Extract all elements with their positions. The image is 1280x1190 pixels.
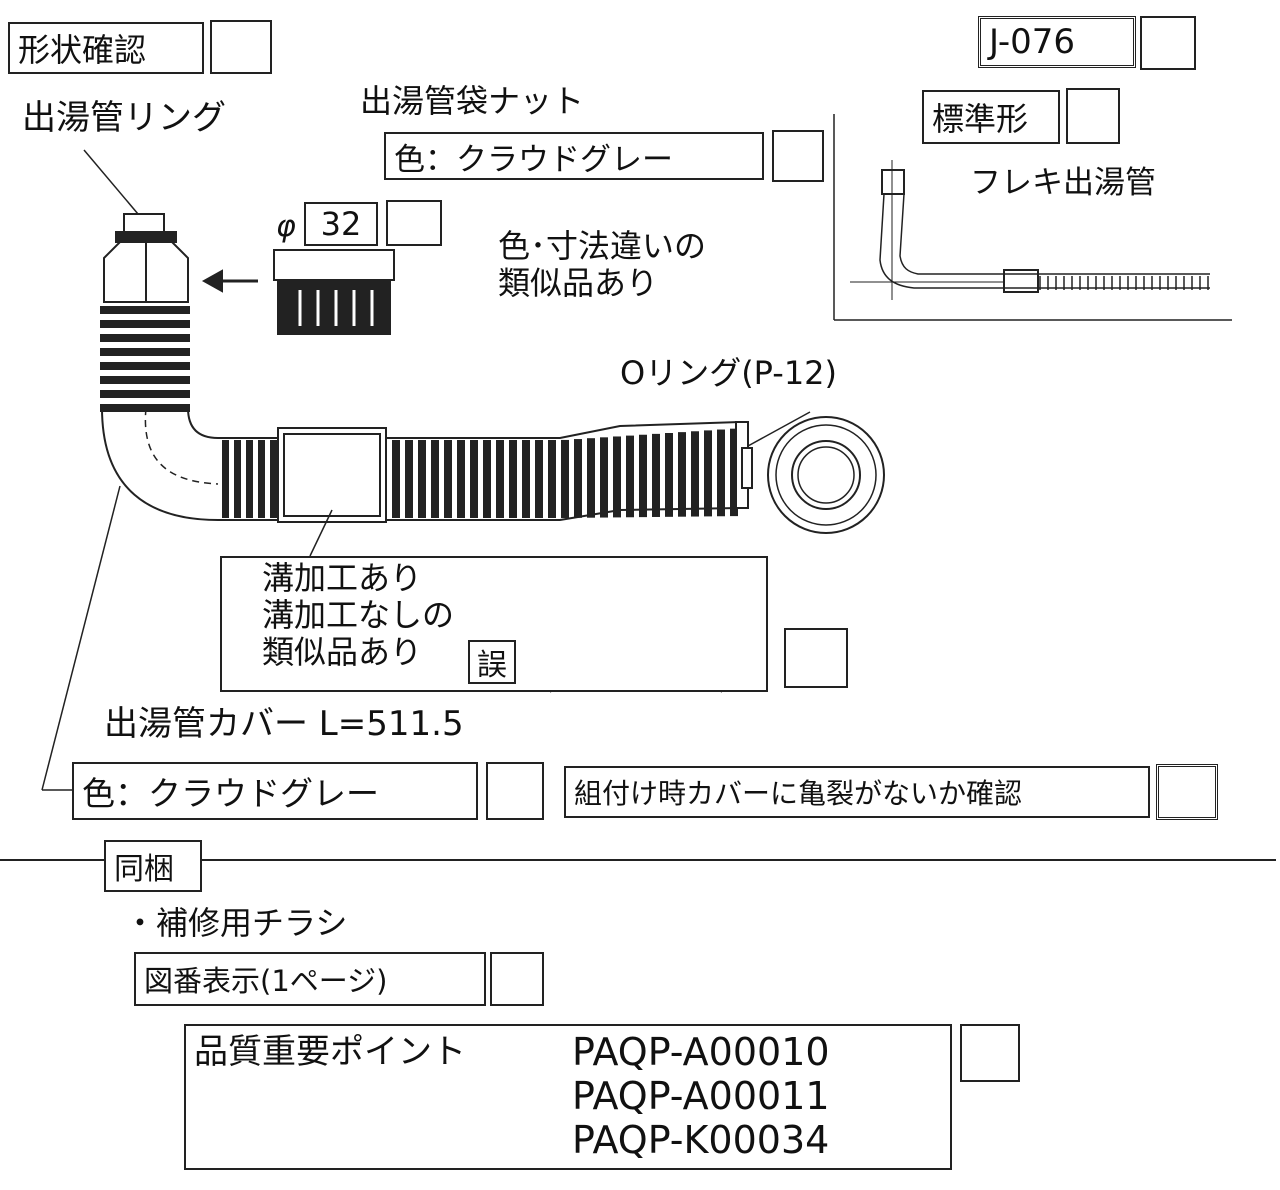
corrugation-rib xyxy=(405,440,413,518)
bundle-item: ・補修用チラシ xyxy=(124,904,348,942)
corrugation-rib xyxy=(613,436,621,518)
diameter-value-label: 32 xyxy=(304,202,378,246)
quality-code-3: PAQP-K00034 xyxy=(572,1118,830,1162)
wrong-mark: 誤 xyxy=(468,640,516,684)
bag-nut-color-label: 色：クラウドグレー xyxy=(384,132,764,180)
corrugation-rib xyxy=(100,334,190,342)
figure-display-label: 図番表示(1ページ) xyxy=(134,952,486,1006)
corrugation-rib xyxy=(704,430,712,517)
part-code-text: J-076 xyxy=(989,22,1075,62)
standard-shape-text: 標準形 xyxy=(932,100,1029,138)
corrugation-rib xyxy=(100,348,190,356)
bundle-title-text: 同梱 xyxy=(114,852,174,887)
crack-check-text: 組付け時カバーに亀裂がないか確認 xyxy=(574,777,1023,810)
corrugation-rib xyxy=(587,438,595,518)
corrugation-rib xyxy=(626,435,634,518)
corrugation-rib xyxy=(100,306,190,314)
corrugation-rib xyxy=(483,440,491,518)
corrugation-rib xyxy=(639,434,647,518)
corrugation-rib xyxy=(535,440,543,518)
corrugation-rib xyxy=(509,440,517,518)
corrugation-rib xyxy=(457,440,465,518)
bundle-title: 同梱 xyxy=(104,840,202,892)
groove-note: 溝加工あり 溝加工なしの 類似品あり xyxy=(262,559,455,671)
quality-code-2: PAQP-A00011 xyxy=(572,1074,830,1118)
corrugation-rib xyxy=(561,439,569,518)
part-code-checkbox[interactable] xyxy=(1140,16,1196,70)
corrugation-rib xyxy=(246,440,253,518)
shape-check-text: 形状確認 xyxy=(18,31,147,69)
corrugation-rib xyxy=(100,320,190,328)
figure-display-text: 図番表示(1ページ) xyxy=(144,964,388,998)
diameter-symbol: φ xyxy=(276,209,296,244)
similar-note: 色･寸法違いの 類似品あり xyxy=(498,227,707,302)
corrugation-rib xyxy=(691,431,699,517)
cover-color-label: 色：クラウドグレー xyxy=(72,762,478,820)
corrugation-rib xyxy=(665,433,673,517)
corrugation-rib xyxy=(100,362,190,370)
standard-shape-label: 標準形 xyxy=(922,90,1060,144)
quality-point-checkbox[interactable] xyxy=(960,1024,1020,1082)
corrugation-rib xyxy=(678,432,686,517)
corrugation-rib xyxy=(100,404,190,412)
bag-nut-color-text: 色：クラウドグレー xyxy=(394,141,673,178)
corrugation-rib xyxy=(496,440,504,518)
quality-code-1: PAQP-A00010 xyxy=(572,1030,830,1074)
crack-check-checkbox[interactable] xyxy=(1156,764,1218,820)
quality-point-box xyxy=(184,1024,952,1170)
bag-nut-color-checkbox[interactable] xyxy=(772,130,824,182)
corrugation-rib xyxy=(730,428,738,517)
corrugation-rib xyxy=(258,440,265,518)
corrugation-rib xyxy=(431,440,439,518)
corrugation-rib xyxy=(652,433,660,517)
corrugation-rib xyxy=(470,440,478,518)
crack-check-label: 組付け時カバーに亀裂がないか確認 xyxy=(564,766,1150,818)
corrugation-rib xyxy=(574,439,582,518)
diameter-value-text: 32 xyxy=(320,205,362,243)
corrugation-rib xyxy=(717,429,725,517)
corrugation-rib xyxy=(222,440,229,518)
figure-display-checkbox[interactable] xyxy=(490,952,544,1006)
shape-check-label: 形状確認 xyxy=(8,22,204,74)
bag-nut-label: 出湯管袋ナット xyxy=(360,82,585,120)
corrugation-rib xyxy=(600,437,608,518)
shape-check-checkbox[interactable] xyxy=(210,20,272,74)
o-ring-label: Oリング(P-12) xyxy=(620,354,838,392)
cover-color-text: 色：クラウドグレー xyxy=(82,774,379,813)
corrugation-rib xyxy=(444,440,452,518)
groove-checkbox[interactable] xyxy=(784,628,848,688)
ring-label: 出湯管リング xyxy=(22,98,226,138)
corrugation-rib xyxy=(234,440,241,518)
quality-point-label: 品質重要ポイント xyxy=(194,1032,466,1072)
corrugation-rib xyxy=(548,440,556,518)
diameter-checkbox[interactable] xyxy=(386,200,442,246)
corrugation-rib xyxy=(418,440,426,518)
corrugation-rib xyxy=(392,440,400,518)
wrong-mark-text: 誤 xyxy=(477,648,507,683)
cover-color-checkbox[interactable] xyxy=(486,762,544,820)
corrugation-rib xyxy=(100,390,190,398)
corrugation-rib xyxy=(100,376,190,384)
standard-shape-checkbox[interactable] xyxy=(1066,88,1120,144)
corrugation-rib xyxy=(522,440,530,518)
corrugation-rib xyxy=(270,440,277,518)
flex-pipe-label: フレキ出湯管 xyxy=(970,165,1156,201)
part-code-label: J-076 xyxy=(978,16,1136,68)
cover-label: 出湯管カバー L=511.5 xyxy=(104,704,464,744)
